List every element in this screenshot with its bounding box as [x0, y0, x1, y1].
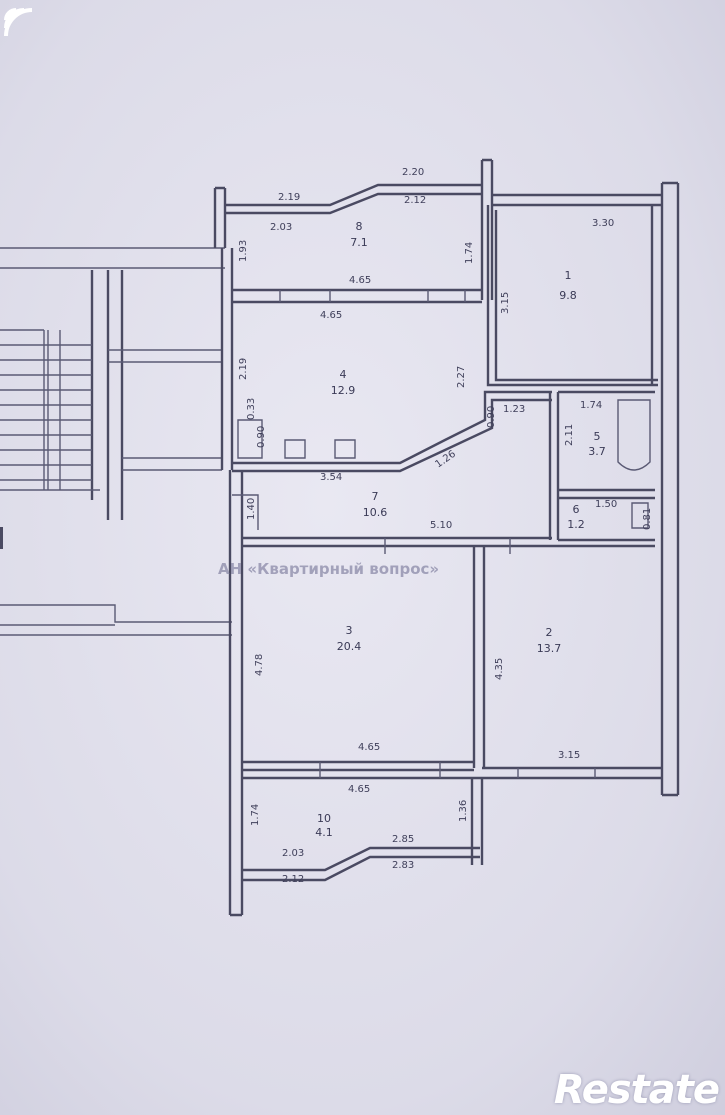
dim-room4-small-b: 0.90: [256, 426, 267, 448]
stairwell: [0, 247, 232, 636]
brand-logo: Restate: [553, 1067, 720, 1113]
interior-walls: [232, 205, 658, 778]
dim-corridor-height: 1.40: [246, 498, 257, 520]
dim-wc-width: 1.50: [595, 499, 617, 510]
room-1-number: 1: [565, 269, 572, 282]
room-8-area: 7.1: [350, 236, 368, 249]
exterior-walls: [213, 158, 680, 917]
room-4-number: 4: [340, 368, 347, 381]
room-3-area: 20.4: [337, 640, 362, 653]
dim-room4-top-width: 4.65: [320, 310, 342, 321]
room-labels: 1 9.8 2 13.7 3 20.4 4 12.9 5 3.7 6 1.2 7…: [315, 220, 606, 839]
dim-top-mid-outer: 2.20: [402, 167, 424, 178]
room-1-area: 9.8: [559, 289, 577, 302]
room-4-area: 12.9: [331, 384, 356, 397]
dim-top-left-inner: 2.03: [270, 222, 292, 233]
dim-corridor-width: 3.54: [320, 472, 342, 483]
room-6-number: 6: [573, 503, 580, 516]
dim-room4-diag: 1.26: [433, 449, 458, 471]
room-5-number: 5: [594, 430, 601, 443]
dim-wc-side: 0.81: [642, 508, 653, 530]
dim-room1-width: 3.30: [592, 218, 614, 229]
room-7-number: 7: [372, 490, 379, 503]
dim-room2-height: 4.35: [494, 658, 505, 680]
dim-room1-height: 3.15: [500, 292, 511, 314]
dim-balcony-bottom-height: 1.74: [250, 804, 261, 826]
dim-balcony-bottom-height-right: 1.36: [458, 800, 469, 822]
room-2-area: 13.7: [537, 642, 562, 655]
room-10-number: 10: [317, 812, 331, 825]
dim-bath-width: 1.74: [580, 400, 602, 411]
dim-room4-height: 2.19: [238, 358, 249, 380]
room-5-area: 3.7: [588, 445, 606, 458]
agency-watermark: АН «Квартирный вопрос»: [218, 560, 439, 578]
dim-bottom-mid-inner: 2.85: [392, 834, 414, 845]
dim-bath-height: 2.11: [564, 424, 575, 446]
dim-top-left-outer: 2.19: [278, 192, 300, 203]
dim-room1-bottom: 1.23: [503, 404, 525, 415]
room-3-number: 3: [346, 624, 353, 637]
room-6-area: 1.2: [567, 518, 585, 531]
dim-bottom-left-outer: 2.12: [282, 874, 304, 885]
dim-balcony-bottom-width: 4.65: [348, 784, 370, 795]
dim-room4-height-right: 2.27: [456, 366, 467, 388]
dim-room4-diag-b: 0.90: [486, 406, 497, 428]
room-8-number: 8: [356, 220, 363, 233]
room-7-area: 10.6: [363, 506, 388, 519]
dim-balcony-top-height: 1.93: [238, 240, 249, 262]
dim-room4-small-a: 0.33: [246, 398, 257, 420]
dim-balcony-top-width: 4.65: [349, 275, 371, 286]
room-10-area: 4.1: [315, 826, 333, 839]
dim-room2-width: 3.15: [558, 750, 580, 761]
dim-balcony-top-height-right: 1.74: [464, 242, 475, 264]
dim-bottom-left-inner: 2.03: [282, 848, 304, 859]
dim-room3-width: 4.65: [358, 742, 380, 753]
dim-top-mid-inner: 2.12: [404, 195, 426, 206]
dim-corridor-width-right: 5.10: [430, 520, 452, 531]
room-2-number: 2: [546, 626, 553, 639]
dim-bottom-mid-outer: 2.83: [392, 860, 414, 871]
dim-room3-height: 4.78: [254, 654, 265, 676]
dimension-labels: 2.19 2.03 2.20 2.12 4.65 1.93 1.74 4.65 …: [238, 167, 653, 885]
wifi-signal-icon: [4, 8, 33, 37]
